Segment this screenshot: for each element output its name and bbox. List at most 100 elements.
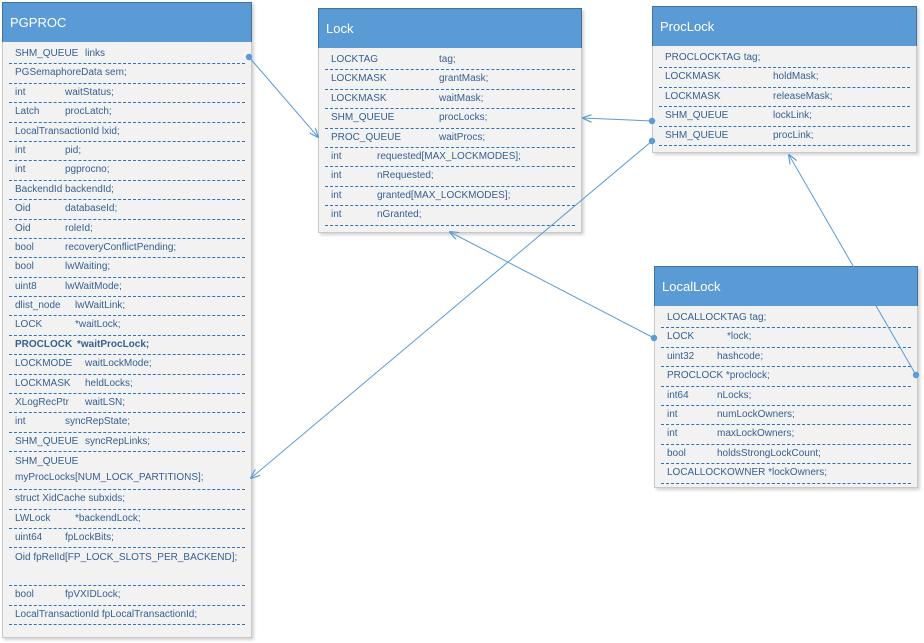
field-type: LOCK bbox=[667, 331, 695, 343]
lock-field-row: LOCKMASK waitMask; bbox=[325, 90, 575, 110]
pgproc-field-row: dlist_node lwWaitLink; bbox=[9, 297, 245, 317]
field-name: procLink; bbox=[773, 129, 814, 141]
field-name: lwWaiting; bbox=[65, 261, 111, 273]
field-type: int bbox=[15, 86, 26, 98]
connector-proclock-locklink-to-lock bbox=[583, 118, 653, 121]
field-type: dlist_node bbox=[15, 300, 61, 312]
field-name: waitProcs; bbox=[439, 131, 486, 143]
locallock-field-row: PROCLOCK *proclock; bbox=[661, 367, 911, 387]
field-type: SHM_QUEUE bbox=[331, 112, 395, 124]
field-name: *backendLock; bbox=[75, 512, 141, 524]
lock-field-row: int requested[MAX_LOCKMODES]; bbox=[325, 148, 575, 168]
field-type: LOCKMASK bbox=[665, 71, 721, 83]
field-type: int bbox=[331, 189, 342, 201]
field-name: nRequested; bbox=[377, 170, 434, 182]
pgproc-field-row: int pid; bbox=[9, 142, 245, 162]
field-name: pid; bbox=[65, 144, 82, 156]
field-name: fpLockBits; bbox=[65, 531, 114, 543]
field-name: recoveryConflictPending; bbox=[65, 241, 177, 253]
field-name: heldLocks; bbox=[85, 377, 133, 389]
field-type: int bbox=[331, 150, 342, 162]
field-name: procLatch; bbox=[65, 106, 112, 118]
field-type: PGSemaphoreData sem; bbox=[15, 67, 127, 79]
field-name: waitLSN; bbox=[85, 397, 126, 409]
field-name: requested[MAX_LOCKMODES]; bbox=[377, 150, 521, 162]
locallock-field-row: int maxLockOwners; bbox=[661, 425, 911, 445]
pgproc-title: PGPROC bbox=[2, 2, 252, 42]
field-type: LOCKMASK bbox=[331, 73, 387, 85]
field-type: LOCKMASK bbox=[331, 92, 387, 104]
lock-field-row: int granted[MAX_LOCKMODES]; bbox=[325, 187, 575, 207]
field-type: int bbox=[667, 428, 678, 440]
field-type: PROCLOCK bbox=[15, 338, 73, 350]
field-name: fpVXIDLock; bbox=[65, 589, 121, 601]
field-type: LOCALLOCKTAG tag; bbox=[667, 312, 767, 323]
field-name: waitLockMode; bbox=[85, 358, 152, 370]
field-type: LOCKMASK bbox=[665, 90, 721, 102]
field-type: PROCLOCKTAG tag; bbox=[665, 52, 761, 63]
field-type: LOCKMODE bbox=[15, 358, 73, 370]
connector-locallock-lock-to-lock bbox=[450, 232, 655, 339]
field-type: bool bbox=[667, 447, 686, 459]
field-type: int bbox=[15, 416, 26, 428]
field-name: roleId; bbox=[65, 222, 93, 234]
locallock-field-row: LOCALLOCKOWNER *lockOwners; bbox=[661, 464, 911, 484]
field-type: LocalTransactionId lxid; bbox=[15, 125, 120, 137]
field-name: lwWaitLink; bbox=[75, 300, 126, 312]
field-name: waitMask; bbox=[439, 92, 484, 104]
locallock-title: LocalLock bbox=[654, 266, 918, 306]
pgproc-field-row: struct XidCache subxids; bbox=[9, 490, 245, 510]
field-type: int bbox=[15, 164, 26, 176]
field-type: SHM_QUEUE myProcLocks[NUM_LOCK_PARTITION… bbox=[15, 456, 204, 483]
pgproc-field-row: Oid fpRelId[FP_LOCK_SLOTS_PER_BACKEND]; bbox=[9, 548, 245, 587]
field-type: int bbox=[15, 144, 26, 156]
pgproc-field-row: PGSemaphoreData sem; bbox=[9, 64, 245, 84]
pgproc-field-row: LocalTransactionId fpLocalTransactionId; bbox=[9, 606, 245, 626]
field-name: grantMask; bbox=[439, 73, 489, 85]
locallock-field-row: LOCALLOCKTAG tag; bbox=[661, 309, 911, 329]
field-type: uint32 bbox=[667, 350, 695, 362]
connector-proclock-proclink-to-pgproc bbox=[251, 140, 653, 478]
lock-title: Lock bbox=[318, 8, 582, 48]
field-name: granted[MAX_LOCKMODES]; bbox=[377, 189, 511, 201]
pgproc-field-row: LocalTransactionId lxid; bbox=[9, 123, 245, 142]
field-type: PROC_QUEUE bbox=[331, 131, 402, 143]
field-type: int bbox=[667, 408, 678, 420]
field-type: LOCKTAG bbox=[331, 54, 379, 65]
field-type: LOCKMASK bbox=[15, 377, 71, 389]
field-name: lwWaitMode; bbox=[65, 280, 122, 292]
proclock-field-row: PROCLOCKTAG tag; bbox=[659, 49, 910, 69]
field-type: LWLock bbox=[15, 512, 51, 524]
pgproc-field-row: BackendId backendId; bbox=[9, 181, 245, 201]
connector-locallock-proclock-to-proclock bbox=[789, 155, 917, 376]
field-type: int bbox=[331, 170, 342, 182]
field-name: maxLockOwners; bbox=[717, 428, 795, 440]
field-type: uint64 bbox=[15, 531, 43, 543]
locallock-struct-box: LocalLock LOCALLOCKTAG tag;LOCK*lock;uin… bbox=[654, 266, 918, 488]
field-type: int64 bbox=[667, 389, 689, 401]
field-name: databaseId; bbox=[65, 203, 118, 215]
